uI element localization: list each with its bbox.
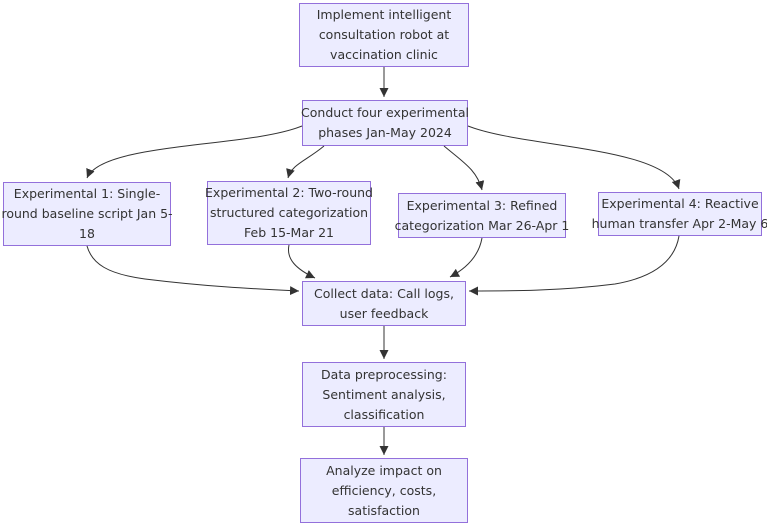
edge-phases-exp4 (467, 125, 681, 190)
node-analyze-impact: Analyze impact on efficiency, costs, sat… (300, 458, 468, 523)
edge-phases-exp3 (443, 145, 485, 191)
node-data-preprocessing-label: Data preprocessing: Sentiment analysis, … (321, 366, 447, 422)
node-analyze-impact-label: Analyze impact on efficiency, costs, sat… (326, 462, 442, 518)
node-experimental-1: Experimental 1: Single- round baseline s… (1, 182, 173, 246)
node-collect-data-label: Collect data: Call logs, user feedback (314, 285, 454, 321)
edge-exp3-collect (449, 237, 483, 278)
node-experimental-3-label: Experimental 3: Refined categorization M… (394, 197, 570, 233)
edge-phases-exp2 (286, 145, 325, 179)
node-experimental-4: Experimental 4: Reactive human transfer … (592, 192, 767, 236)
edge-exp4-collect (468, 235, 680, 296)
node-experimental-4-label: Experimental 4: Reactive human transfer … (591, 196, 767, 231)
node-experimental-2: Experimental 2: Two-round structured cat… (205, 181, 373, 245)
node-start: Implement intelligent consultation robot… (299, 3, 469, 67)
node-experimental-1-label: Experimental 1: Single- round baseline s… (1, 186, 173, 241)
node-start-label: Implement intelligent consultation robot… (316, 7, 452, 62)
node-phases: Conduct four experimental phases Jan-May… (301, 100, 469, 146)
node-experimental-3: Experimental 3: Refined categorization M… (395, 193, 569, 238)
edge-exp2-collect (287, 244, 316, 279)
node-phases-label: Conduct four experimental phases Jan-May… (301, 105, 469, 140)
edge-phases-exp1 (86, 125, 303, 179)
node-experimental-2-label: Experimental 2: Two-round structured cat… (205, 185, 373, 240)
node-data-preprocessing: Data preprocessing: Sentiment analysis, … (302, 362, 466, 427)
edge-exp1-collect (86, 245, 300, 296)
node-collect-data: Collect data: Call logs, user feedback (302, 281, 466, 326)
